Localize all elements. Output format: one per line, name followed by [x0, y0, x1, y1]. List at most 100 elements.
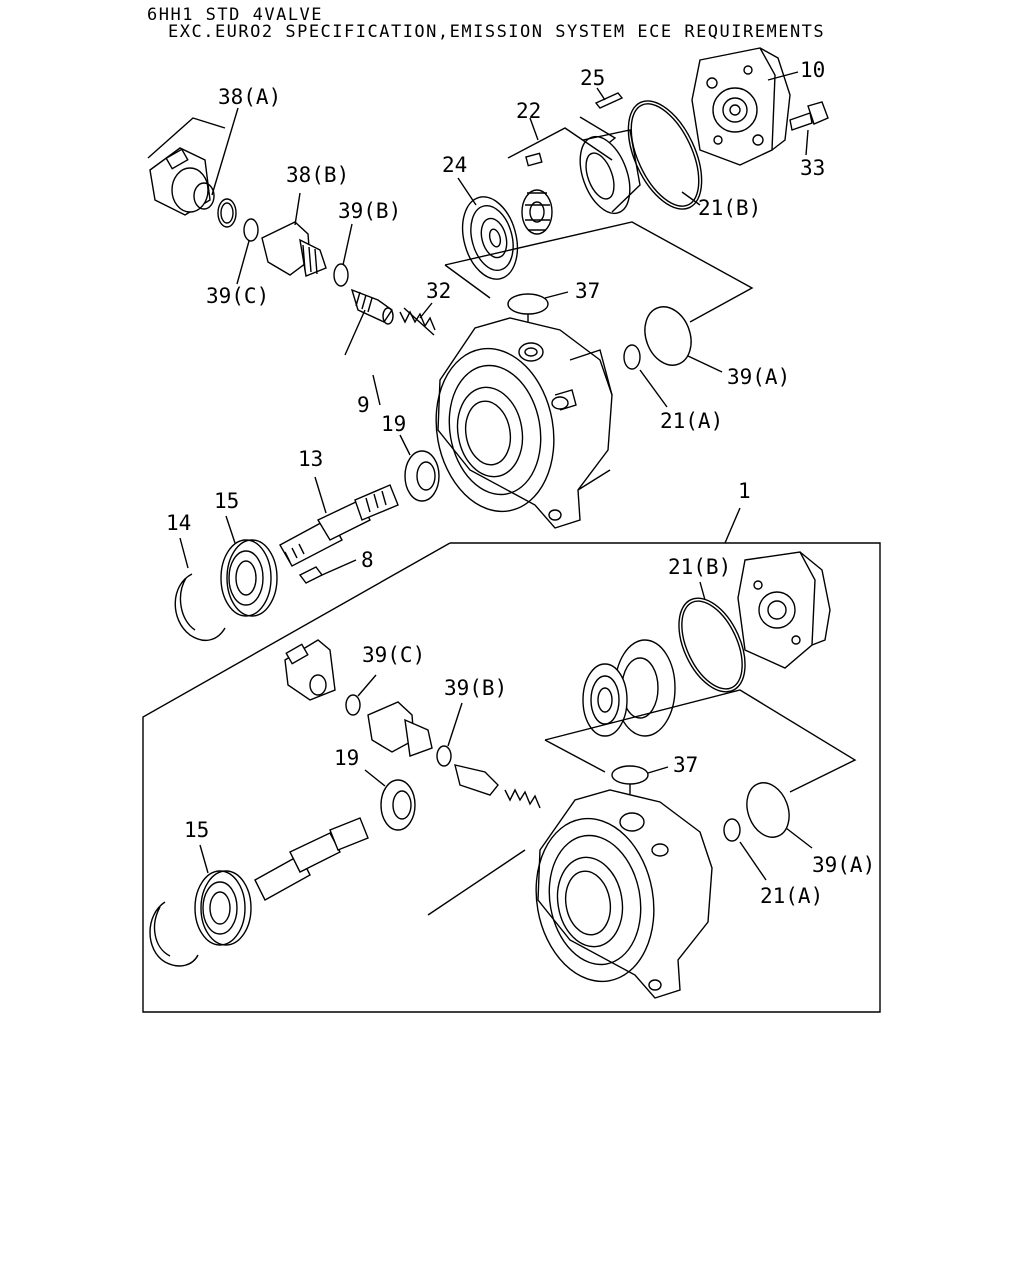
callout-19-top: 19 — [381, 412, 406, 436]
leader-24 — [457, 177, 477, 206]
callout-38b: 38(B) — [286, 163, 349, 187]
part-39a-o-ring-top — [644, 306, 692, 366]
part-valve-bottom — [454, 764, 499, 796]
part-38a-washer — [217, 198, 237, 228]
part-39b-o-ring-bottom — [436, 745, 452, 767]
part-21b-o-ring — [627, 100, 703, 210]
part-housing-upper — [435, 317, 613, 529]
part-10-cover-plate — [691, 47, 791, 166]
callout-39a-top: 39(A) — [727, 365, 790, 389]
callout-38a: 38(A) — [218, 85, 281, 109]
leader-19-top — [399, 434, 411, 456]
callout-1: 1 — [738, 479, 751, 503]
part-39c-o-ring-top — [243, 218, 259, 242]
part-37-cap-top — [507, 293, 549, 315]
part-19-seal-top — [404, 450, 440, 502]
leader-14 — [179, 537, 189, 569]
leader-8 — [321, 559, 357, 576]
part-14-snap-ring — [174, 573, 226, 642]
part-25-pin — [594, 92, 624, 109]
callout-32: 32 — [426, 279, 451, 303]
leader-39c-bottom — [357, 674, 377, 697]
part-snap-ring-bottom — [149, 901, 199, 967]
callout-25: 25 — [580, 66, 605, 90]
part-24-side-plate — [461, 196, 519, 280]
part-shaft-bottom — [254, 817, 369, 901]
leader-39c-top — [236, 240, 250, 285]
part-37-cap-bottom — [611, 765, 649, 785]
part-pump-cartridge-bottom — [582, 639, 676, 737]
part-33-bolt — [789, 101, 829, 131]
leader-9 — [372, 374, 381, 406]
leader-21a-top — [639, 369, 668, 408]
leader-21a-bottom — [739, 841, 767, 881]
leader-39b-bottom — [447, 702, 463, 747]
part-fitting-bottom — [284, 639, 336, 701]
leader-37-top — [544, 291, 569, 299]
assembly-outline — [142, 542, 881, 1013]
part-13-shaft — [279, 484, 399, 567]
part-38a-fitting — [149, 147, 215, 216]
callout-10: 10 — [800, 58, 825, 82]
callout-39c-top: 39(C) — [206, 284, 269, 308]
part-38b-connector — [261, 221, 327, 277]
callout-15-top: 15 — [214, 489, 239, 513]
callout-13: 13 — [298, 447, 323, 471]
callout-9: 9 — [357, 393, 370, 417]
part-39c-o-ring-bottom — [345, 694, 361, 716]
leader-38a — [211, 107, 239, 196]
callout-24: 24 — [442, 153, 467, 177]
part-cover-plate-bottom — [737, 551, 831, 669]
leader-39a-top — [687, 355, 723, 373]
part-22-rotor — [521, 152, 553, 235]
model-title: 6HH1 STD 4VALVE — [147, 5, 324, 25]
callout-37-top: 37 — [575, 279, 600, 303]
callout-21a-top: 21(A) — [660, 409, 723, 433]
callout-21b-top: 21(B) — [698, 196, 761, 220]
leader-21b-bottom — [699, 581, 706, 601]
part-15-bearing-bottom — [194, 870, 252, 946]
leader-38b — [294, 192, 301, 226]
leader-9-bracket — [344, 309, 366, 356]
leader-38a-bracket — [147, 117, 226, 159]
part-21b-o-ring-bottom — [678, 597, 746, 693]
leader-15-top — [225, 515, 236, 544]
callout-39c-bottom: 39(C) — [362, 643, 425, 667]
part-housing-lower — [535, 789, 713, 999]
callout-15-bottom: 15 — [184, 818, 209, 842]
leader-33 — [805, 129, 809, 156]
callout-14: 14 — [166, 511, 191, 535]
part-21a-o-ring-bottom — [723, 818, 741, 842]
callout-39a-bottom: 39(A) — [812, 853, 875, 877]
callout-21b-bottom: 21(B) — [668, 555, 731, 579]
part-22-cam-ring — [579, 129, 641, 215]
leader-22 — [529, 117, 539, 141]
part-9-flow-control-valve — [350, 288, 394, 325]
leader-37-bottom — [647, 766, 669, 774]
leader-1 — [724, 507, 741, 544]
callout-8: 8 — [361, 548, 374, 572]
callout-33: 33 — [800, 156, 825, 180]
leader-39a-bottom — [785, 827, 813, 849]
leader-19-bottom — [364, 769, 386, 787]
leader-10 — [767, 71, 799, 81]
callout-39b-top: 39(B) — [338, 199, 401, 223]
leader-group-upper — [444, 221, 754, 323]
leader-group-lower — [544, 689, 857, 793]
part-15-bearing-top — [220, 539, 278, 617]
callout-21a-bottom: 21(A) — [760, 884, 823, 908]
leader-39b-top — [342, 223, 353, 266]
leader-22-bracket — [507, 127, 613, 161]
leader-15-bottom — [199, 844, 209, 874]
part-39b-o-ring-top — [333, 263, 349, 287]
leader-25 — [596, 87, 606, 101]
callout-19-bottom: 19 — [334, 746, 359, 770]
part-19-seal-bottom — [380, 779, 416, 831]
part-spring-bottom — [504, 788, 541, 809]
part-8-woodruff-key — [298, 566, 324, 584]
part-32-spring — [399, 307, 436, 336]
leader-21b-top — [681, 191, 701, 206]
callout-22: 22 — [516, 99, 541, 123]
specification-subtitle: EXC.EURO2 SPECIFICATION,EMISSION SYSTEM … — [168, 22, 826, 42]
